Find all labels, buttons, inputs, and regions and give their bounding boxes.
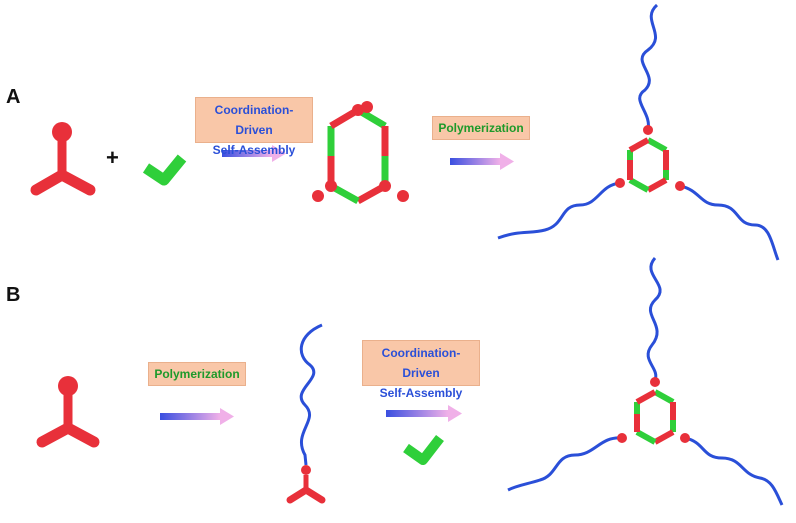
polymerization-box-a: Polymerization [432, 116, 530, 140]
polymer-chain-b [286, 323, 326, 504]
star-polymer-b [507, 257, 784, 506]
green-donor-b [403, 434, 444, 465]
coordination-box-a-line1: Coordination-Driven [214, 103, 294, 137]
red-tripod-ligand-a [30, 122, 96, 196]
panel-b-label: B [6, 284, 21, 306]
star-polymer-a [497, 3, 780, 261]
coordination-box-a-line2: Self-Assembly [212, 143, 296, 157]
arrow-a1 [222, 145, 286, 162]
arrow-b2 [386, 405, 462, 422]
panel-a-label: A [6, 86, 21, 108]
coordination-box-b-line2: Self-Assembly [379, 386, 463, 400]
arrow-b1 [160, 408, 234, 425]
red-tripod-ligand-b [36, 376, 100, 448]
polymerization-box-b: Polymerization [148, 362, 246, 386]
metallacycle-a [312, 101, 409, 205]
coordination-box-b-line1: Coordination-Driven [381, 346, 461, 380]
coordination-box-b: Coordination-Driven Self-Assembly [362, 340, 480, 400]
coordination-box-a: Coordination-Driven Self-Assembly [195, 97, 313, 157]
plus-sign: + [106, 145, 119, 170]
green-donor-a [142, 154, 187, 186]
arrow-a2 [450, 153, 514, 170]
